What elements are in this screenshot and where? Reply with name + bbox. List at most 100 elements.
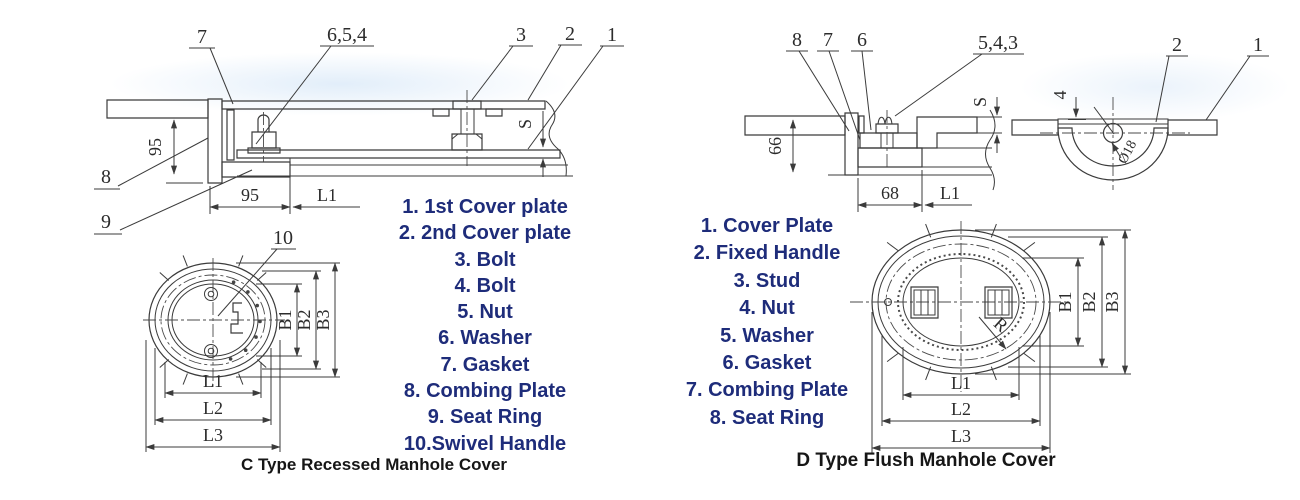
fixed-handle-bowl — [1058, 128, 1168, 180]
list-item: 3. Stud — [733, 269, 801, 292]
swivel-handle — [231, 303, 243, 333]
svg-text:Ø18: Ø18 — [1116, 138, 1141, 166]
dim-l1: L1 — [902, 347, 1020, 400]
dim-width-68: 68 — [857, 170, 923, 212]
callout-1: 1 — [1206, 34, 1269, 120]
bolt-holes — [228, 280, 262, 361]
dim-4: 4 — [1050, 91, 1086, 120]
dim-s: S — [515, 111, 547, 177]
center-bolt — [433, 90, 502, 166]
svg-text:L1: L1 — [951, 373, 971, 393]
dim-b3: B3 — [975, 229, 1131, 375]
callout-6: 6 — [851, 29, 873, 130]
seat-ring — [858, 148, 922, 167]
callout-654: 6,5,4 — [256, 24, 374, 144]
svg-text:B1: B1 — [275, 309, 295, 330]
svg-text:L2: L2 — [951, 399, 971, 419]
dim-l1: L1 — [164, 362, 262, 398]
svg-text:1: 1 — [1253, 34, 1263, 56]
list-item: 6. Gasket — [722, 352, 812, 375]
callout-7: 7 — [817, 29, 860, 140]
svg-text:S: S — [970, 97, 990, 107]
dim-depth-label: 95 — [145, 138, 165, 156]
dim-l1-label: L1 — [317, 185, 337, 205]
dim-b2: B2 — [262, 270, 321, 370]
dim-l3: L3 — [145, 340, 281, 452]
svg-text:B2: B2 — [294, 309, 314, 330]
pivot-bolt-top — [205, 288, 218, 301]
svg-text:3: 3 — [516, 24, 526, 46]
list-item: 1. 1st Cover plate — [402, 196, 568, 218]
list-item: 8. Combing Plate — [403, 380, 567, 403]
c-type-caption: C Type Recessed Manhole Cover — [240, 455, 508, 474]
svg-text:9: 9 — [101, 211, 111, 233]
combing-plate — [208, 99, 222, 183]
seat-ring — [222, 162, 573, 177]
svg-text:B2: B2 — [1079, 291, 1099, 312]
stud-and-nut — [876, 110, 898, 170]
dim-width-95: 95 — [209, 158, 291, 214]
first-cover-plate — [237, 150, 560, 158]
gasket — [227, 110, 234, 160]
callout-3: 3 — [472, 24, 533, 100]
callout-10: 10 — [218, 227, 296, 316]
callout-2: 2 — [1156, 34, 1188, 122]
list-item: 6. Washer — [438, 327, 532, 350]
c-type-section-drawing: 95 95 L1 S 7 6,5,4 3 — [85, 23, 670, 235]
deck-plating — [745, 116, 845, 135]
list-item: 7. Gasket — [440, 353, 530, 376]
hole-leader — [1094, 107, 1114, 134]
callout-8: 8 — [786, 29, 849, 131]
deck-plating — [107, 100, 208, 118]
fixed-handle-right — [985, 287, 1012, 318]
d-type-plan-drawing: R B1 B2 B3 L1 L — [845, 215, 1145, 455]
svg-text:L1: L1 — [203, 371, 223, 391]
svg-text:8: 8 — [792, 29, 802, 51]
pivot-bolt-bottom — [205, 345, 218, 358]
callout-8: 8 — [94, 138, 208, 189]
callout-2: 2 — [528, 23, 582, 100]
cover-plate — [917, 117, 977, 148]
d-type-caption: D Type Flush Manhole Cover — [796, 450, 1056, 471]
dim-l2: L2 — [881, 335, 1041, 426]
svg-text:L2: L2 — [203, 398, 223, 418]
fixed-handle-left — [911, 287, 938, 318]
svg-text:L1: L1 — [940, 183, 960, 203]
dim-l3: L3 — [871, 312, 1051, 453]
dim-s: S — [970, 97, 1002, 153]
c-type-plan-drawing: 10 B1 B2 B3 L1 — [125, 227, 350, 460]
svg-text:4: 4 — [1050, 91, 1070, 100]
dim-b2: B2 — [1008, 236, 1108, 368]
list-item: 1. Cover Plate — [700, 215, 834, 237]
list-item: 5. Nut — [457, 301, 513, 324]
list-item: 4. Nut — [739, 297, 795, 320]
list-item: 3. Bolt — [454, 248, 516, 271]
svg-text:B1: B1 — [1055, 291, 1075, 312]
dim-l2: L2 — [154, 348, 272, 425]
svg-text:10: 10 — [273, 227, 293, 249]
list-item: 8. Seat Ring — [709, 406, 825, 429]
svg-text:L3: L3 — [203, 425, 223, 445]
svg-text:8: 8 — [101, 166, 111, 188]
centerlines — [1040, 97, 1190, 190]
list-item: 9. Seat Ring — [427, 406, 543, 429]
svg-text:7: 7 — [197, 26, 207, 48]
frame-lines — [828, 110, 995, 190]
svg-text:7: 7 — [823, 29, 833, 51]
list-item: 10.Swivel Handle — [403, 432, 567, 455]
list-item: 7. Combing Plate — [685, 379, 849, 402]
d-type-section-drawing: 66 68 L1 S 8 7 6 — [740, 29, 1010, 220]
dim-l1: L1 — [924, 183, 972, 209]
d-type-parts-list: 1. Cover Plate 2. Fixed Handle 3. Stud 4… — [667, 213, 867, 432]
dim-b1: B1 — [1022, 257, 1084, 347]
dim-s-label: S — [515, 119, 535, 129]
ring-tick-marks — [887, 224, 1035, 380]
svg-text:L3: L3 — [951, 426, 971, 446]
svg-text:B3: B3 — [313, 309, 333, 330]
svg-text:6,5,4: 6,5,4 — [327, 24, 367, 46]
dim-depth-66: 66 — [765, 119, 797, 173]
dim-b3: B3 — [236, 262, 340, 378]
svg-text:2: 2 — [1172, 34, 1182, 56]
list-item: 2. 2nd Cover plate — [398, 222, 572, 245]
